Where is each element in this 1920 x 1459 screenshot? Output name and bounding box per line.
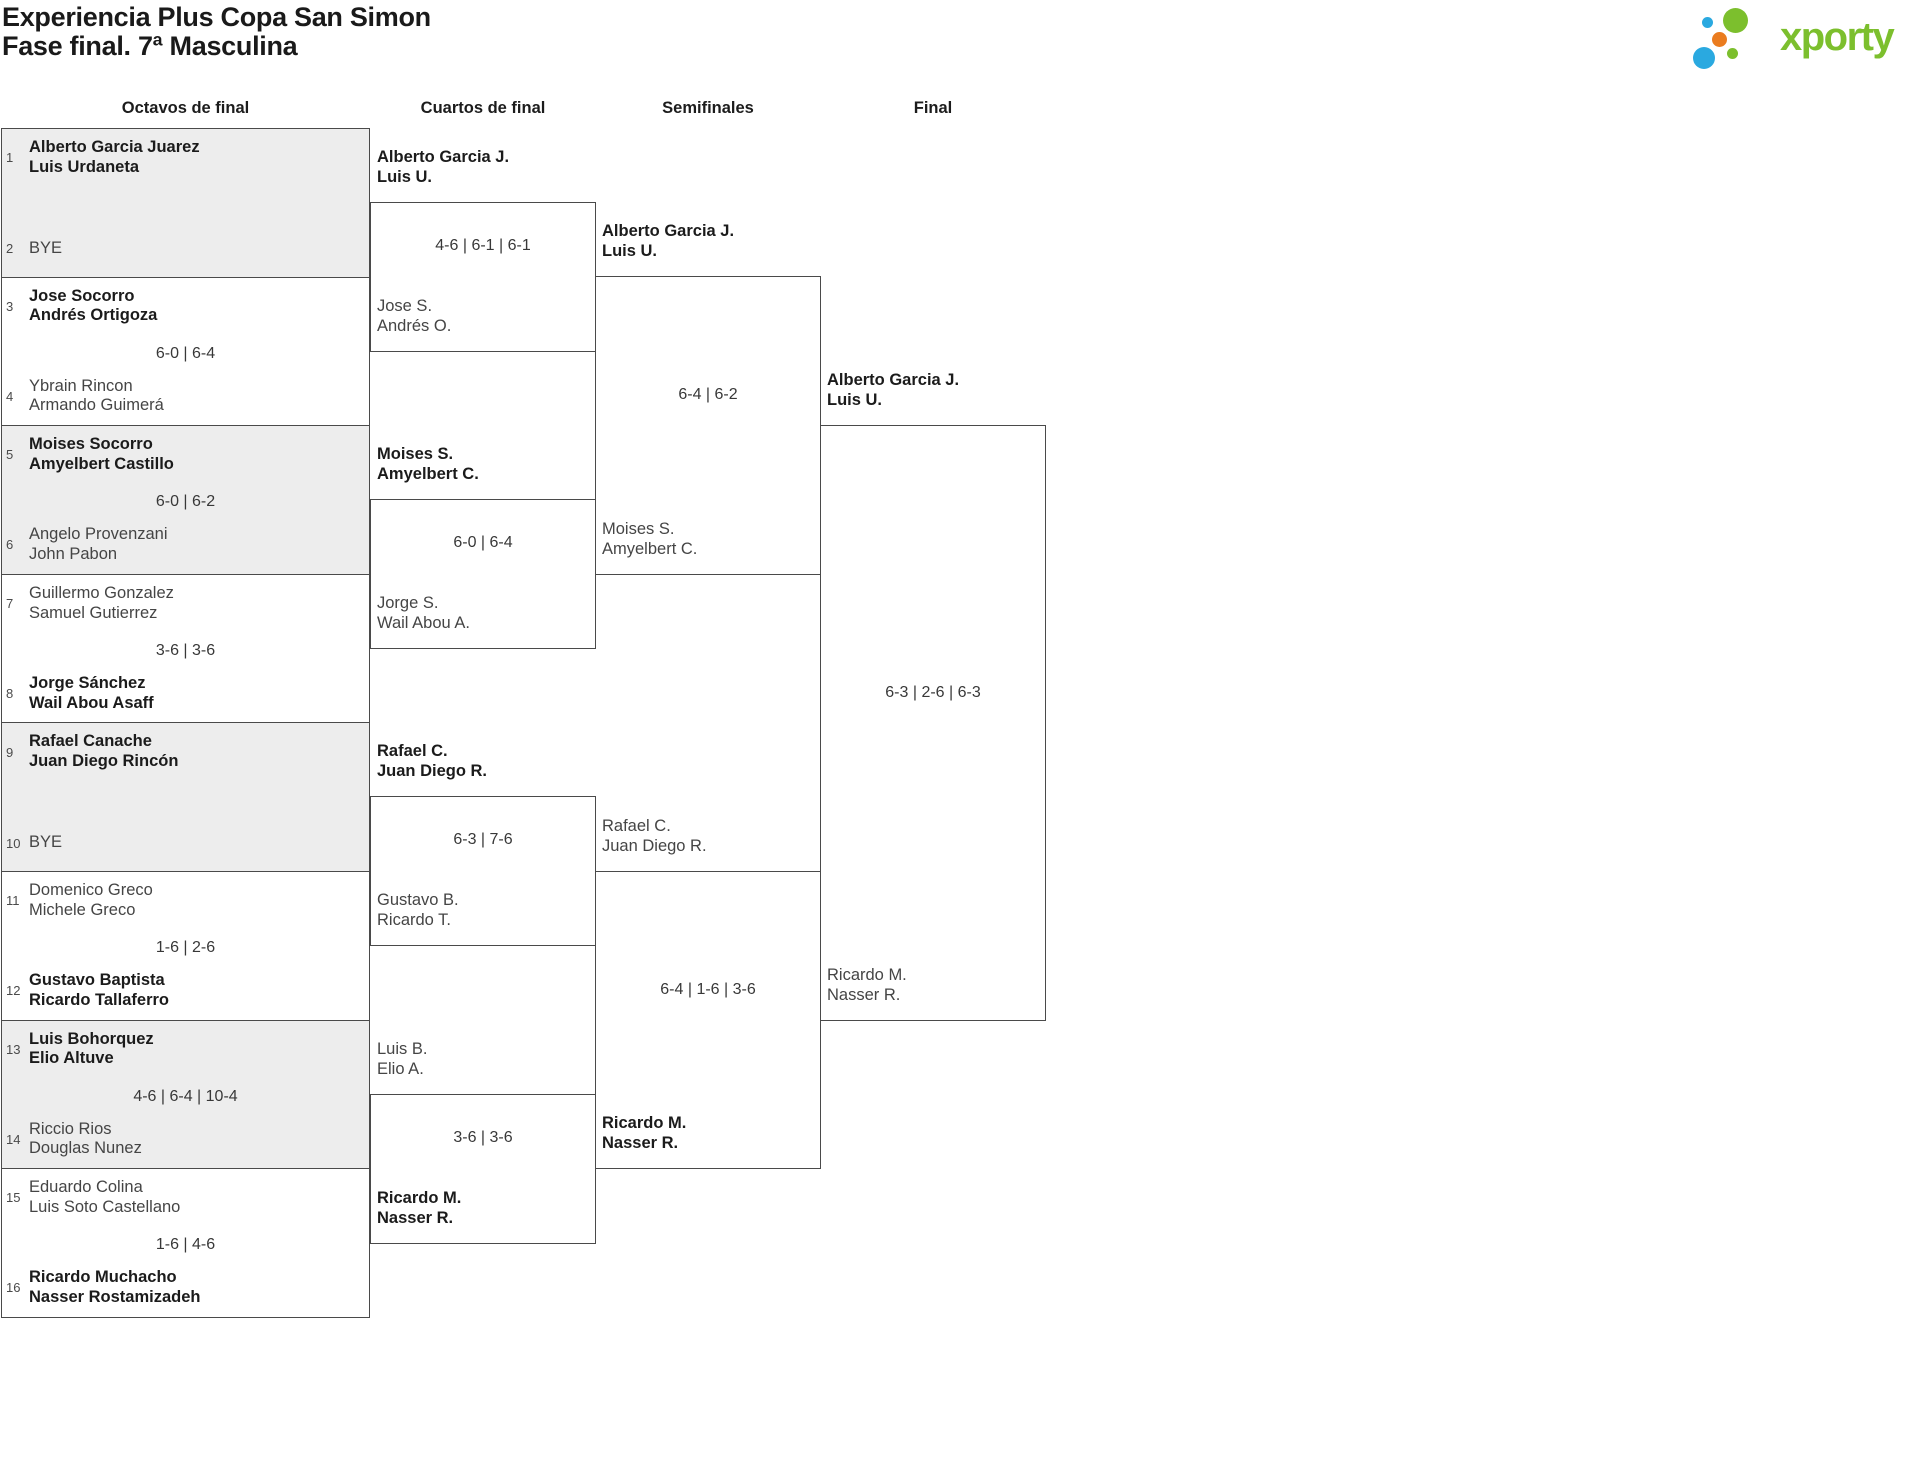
seed-number: 7 [6, 596, 14, 612]
match-team2-label: Ricardo M.Nasser R. [377, 1189, 462, 1228]
match-team1-label: Rafael C.Juan Diego R. [602, 817, 707, 855]
xporty-logo[interactable]: xporty [1690, 5, 1918, 69]
cuartos-match-3[interactable]: Rafael C.Juan Diego R. 6-3 | 7-6 Gustavo… [370, 742, 596, 946]
match-score: 6-3 | 2-6 | 6-3 [885, 684, 981, 701]
match-team1-label: Moises S.Amyelbert C. [377, 445, 479, 483]
team-row: 2 BYE [6, 238, 63, 257]
match-team1-label: Alberto Garcia J.Luis U. [602, 222, 735, 260]
match-score: 3-6 | 3-6 [155, 641, 216, 659]
match-score: 6-0 | 6-2 [155, 493, 216, 511]
seed-number: 13 [6, 1041, 21, 1057]
page-title: Experiencia Plus Copa San Simon [2, 2, 431, 32]
match-score: 6-4 | 6-2 [678, 386, 738, 403]
match-team2-label: Jose S.Andrés O. [377, 297, 452, 336]
match-score: 3-6 | 3-6 [453, 1129, 513, 1146]
match-team2-label: Moises S.Amyelbert C. [602, 520, 698, 559]
seed-number: 12 [6, 983, 21, 999]
match-team1-label: Luis B.Elio A. [377, 1040, 428, 1078]
seed-number: 1 [6, 150, 14, 166]
logo-dot-orange [1712, 32, 1727, 47]
seed-number: 9 [6, 744, 14, 760]
cuartos-match-4[interactable]: Luis B.Elio A. 3-6 | 3-6 Ricardo M.Nasse… [370, 1040, 596, 1244]
seed-number: 3 [6, 298, 14, 314]
semifinal-match-2[interactable]: Rafael C.Juan Diego R. 6-4 | 1-6 | 3-6 R… [595, 817, 821, 1169]
logo-dot-blue-large [1693, 47, 1715, 69]
logo-dot-blue-small [1702, 17, 1713, 28]
match-team1-label: Alberto Garcia J.Luis U. [827, 371, 960, 409]
match-team2-label: Ricardo M.Nasser R. [827, 966, 907, 1005]
round-header-cuartos: Cuartos de final [420, 99, 546, 117]
match-team2-label: Jorge S.Wail Abou A. [377, 594, 470, 633]
match-score: 6-0 | 6-4 [155, 344, 216, 362]
page-subtitle: Fase final. 7ª Masculina [2, 31, 298, 61]
round-header-semifinales: Semifinales [662, 99, 754, 117]
match-score: 6-0 | 6-4 [453, 534, 513, 551]
seed-number: 14 [6, 1131, 21, 1147]
match-score: 6-3 | 7-6 [453, 831, 513, 848]
seed-number: 16 [6, 1280, 21, 1296]
logo-wordmark: xporty [1780, 15, 1895, 59]
match-score: 1-6 | 4-6 [155, 1236, 216, 1254]
match-team1-label: Alberto Garcia J.Luis U. [377, 148, 510, 186]
seed-number: 4 [6, 388, 14, 404]
seed-number: 2 [6, 241, 14, 257]
semifinal-match-1[interactable]: Alberto Garcia J.Luis U. 6-4 | 6-2 Moise… [595, 222, 821, 575]
round-header-final: Final [913, 99, 953, 117]
logo-dot-green-small [1727, 48, 1738, 59]
match-score: 6-4 | 1-6 | 3-6 [660, 981, 756, 998]
match-team2-label: Ricardo M.Nasser R. [602, 1114, 687, 1153]
seed-number: 15 [6, 1190, 21, 1206]
cuartos-match-1[interactable]: Alberto Garcia J.Luis U. 4-6 | 6-1 | 6-1… [370, 148, 596, 352]
seed-number: 11 [6, 893, 20, 909]
seed-number: 5 [6, 447, 14, 463]
cuartos-match-2[interactable]: Moises S.Amyelbert C. 6-0 | 6-4 Jorge S.… [370, 445, 596, 649]
seed-number: 6 [6, 537, 14, 553]
logo-dot-green-large [1723, 8, 1748, 33]
match-score: 4-6 | 6-4 | 10-4 [133, 1087, 238, 1105]
seed-number: 8 [6, 686, 14, 702]
match-team2-label: Gustavo B.Ricardo T. [377, 891, 459, 930]
match-score: 1-6 | 2-6 [155, 938, 216, 956]
final-match[interactable]: Alberto Garcia J.Luis U. 6-3 | 2-6 | 6-3… [820, 371, 1046, 1021]
match-team1-label: Rafael C.Juan Diego R. [377, 742, 488, 780]
round-header-octavos: Octavos de final [121, 99, 250, 117]
match-score: 4-6 | 6-1 | 6-1 [435, 237, 531, 254]
team-row: 10 BYE [6, 833, 63, 852]
seed-number: 10 [6, 835, 21, 851]
